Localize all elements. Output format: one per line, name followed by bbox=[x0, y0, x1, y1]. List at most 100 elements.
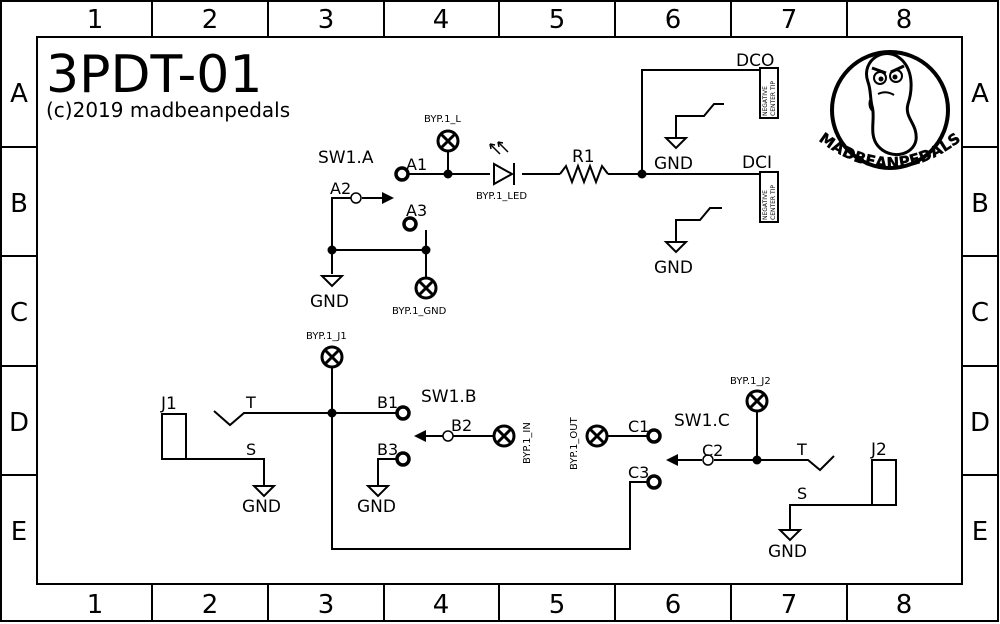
sw1a-pins bbox=[350, 166, 418, 232]
row-label: A bbox=[971, 79, 989, 109]
sw1bc-pins bbox=[395, 405, 714, 490]
pad-label: BYP.1_OUT bbox=[569, 416, 580, 470]
bypass-pads bbox=[320, 129, 769, 448]
pin-label: B1 bbox=[377, 393, 398, 412]
pin-label: A3 bbox=[406, 201, 427, 220]
row-label: E bbox=[972, 517, 988, 547]
gnd-icon bbox=[365, 485, 391, 498]
switch-label: SW1.B bbox=[421, 387, 476, 407]
column-label: 3 bbox=[318, 590, 335, 620]
pin-label: A2 bbox=[330, 179, 351, 198]
column-labels-bottom: 1 2 3 4 5 6 7 8 bbox=[87, 590, 913, 620]
column-label: 5 bbox=[549, 5, 566, 35]
pad-label: BYP.1_J1 bbox=[306, 331, 347, 342]
jack-j1-icon bbox=[161, 413, 187, 460]
row-label: B bbox=[971, 189, 989, 219]
gnd-icon bbox=[251, 485, 277, 498]
pad-icon bbox=[492, 424, 516, 448]
gnd-icon bbox=[663, 241, 689, 254]
column-label: 6 bbox=[665, 590, 682, 620]
copyright-text: (c)2019 madbeanpedals bbox=[46, 98, 290, 122]
gnd-icon bbox=[777, 529, 803, 542]
part-label-j2: J2 bbox=[870, 440, 887, 460]
jack-sleeve-label: S bbox=[797, 484, 807, 503]
part-label-r1: R1 bbox=[572, 147, 595, 167]
column-label: 2 bbox=[202, 5, 219, 35]
part-label-dco: DCO bbox=[736, 51, 774, 71]
dc-jack-polarity-text: CENTER TIP bbox=[770, 81, 777, 116]
gnd-icon bbox=[663, 137, 689, 150]
dc-jack-dco: NEGATIVE CENTER TIP bbox=[759, 67, 779, 119]
pin-label: C1 bbox=[628, 417, 649, 436]
column-label: 6 bbox=[665, 5, 682, 35]
pin-label: A1 bbox=[406, 155, 427, 174]
row-label: C bbox=[10, 298, 28, 328]
resistor-r1-icon bbox=[559, 163, 609, 185]
row-label: A bbox=[10, 79, 28, 109]
part-label-dci: DCI bbox=[742, 153, 772, 173]
dc-jack-polarity-text: CENTER TIP bbox=[770, 185, 777, 220]
column-label: 8 bbox=[896, 5, 913, 35]
row-label: D bbox=[9, 408, 29, 438]
column-label: 3 bbox=[318, 5, 335, 35]
column-label: 8 bbox=[896, 590, 913, 620]
sw1bc-wires bbox=[186, 368, 872, 550]
pin-label: B2 bbox=[451, 416, 472, 435]
pad-label: BYP.1_GND bbox=[392, 306, 447, 317]
gnd-icon bbox=[319, 275, 345, 288]
switch-label: SW1.C bbox=[674, 411, 730, 431]
column-label: 2 bbox=[202, 590, 219, 620]
pad-label: BYP.1_IN bbox=[522, 422, 533, 464]
gnd-label: GND bbox=[768, 542, 807, 562]
gnd-label: GND bbox=[654, 154, 693, 174]
gnd-label: GND bbox=[357, 497, 396, 517]
pad-icon bbox=[320, 345, 344, 369]
dc-ground-wires bbox=[675, 103, 724, 242]
led-icon bbox=[489, 141, 515, 186]
pad-icon bbox=[436, 129, 460, 153]
sw1c-throw-arrow bbox=[666, 454, 678, 466]
column-label: 4 bbox=[433, 590, 450, 620]
pad-icon bbox=[745, 389, 769, 413]
pad-label: BYP.1_L bbox=[424, 114, 461, 125]
pin-label: B3 bbox=[377, 440, 398, 459]
part-label-j1: J1 bbox=[160, 394, 177, 414]
column-label: 7 bbox=[781, 590, 798, 620]
junctions bbox=[327, 169, 762, 465]
page-title: 3PDT-01 bbox=[46, 45, 262, 105]
column-labels-top: 1 2 3 4 5 6 7 8 bbox=[87, 5, 913, 35]
row-labels-left: A B C D E bbox=[9, 79, 29, 547]
jack-tip-label: T bbox=[796, 440, 807, 459]
column-label: 4 bbox=[433, 5, 450, 35]
pad-icon bbox=[414, 276, 438, 300]
dc-jack-dci: NEGATIVE CENTER TIP bbox=[759, 171, 779, 223]
jack-sleeve-label: S bbox=[246, 440, 256, 459]
pin-label: C3 bbox=[628, 463, 649, 482]
pad-icon bbox=[585, 424, 609, 448]
pad-label: BYP.1_LED bbox=[476, 191, 527, 202]
row-label: C bbox=[971, 298, 989, 328]
column-label: 1 bbox=[87, 5, 104, 35]
madbean-logo: MADBEANPEDALS bbox=[816, 50, 964, 172]
pin-label: C2 bbox=[702, 441, 723, 460]
switch-label: SW1.A bbox=[318, 148, 374, 168]
gnd-label: GND bbox=[654, 258, 693, 278]
sw1a-throw-arrow bbox=[382, 192, 394, 204]
gnd-label: GND bbox=[242, 497, 281, 517]
column-label: 1 bbox=[87, 590, 104, 620]
pad-label: BYP.1_J2 bbox=[730, 376, 771, 387]
column-label: 7 bbox=[781, 5, 798, 35]
dc-jack-polarity-text: NEGATIVE bbox=[762, 86, 769, 116]
jack-tip-label: T bbox=[245, 393, 256, 412]
row-labels-right: A B C D E bbox=[970, 79, 990, 547]
sw1b-throw-arrow bbox=[414, 430, 426, 442]
column-label: 5 bbox=[549, 590, 566, 620]
jack-j2-icon bbox=[871, 459, 897, 506]
schematic-labels: SW1.A SW1.B SW1.C A1 A2 A3 B1 B2 B3 C1 C… bbox=[160, 51, 887, 562]
gnd-label: GND bbox=[310, 292, 349, 312]
row-label: D bbox=[970, 408, 990, 438]
dc-jack-polarity-text: NEGATIVE bbox=[762, 190, 769, 220]
row-label: B bbox=[10, 189, 28, 219]
